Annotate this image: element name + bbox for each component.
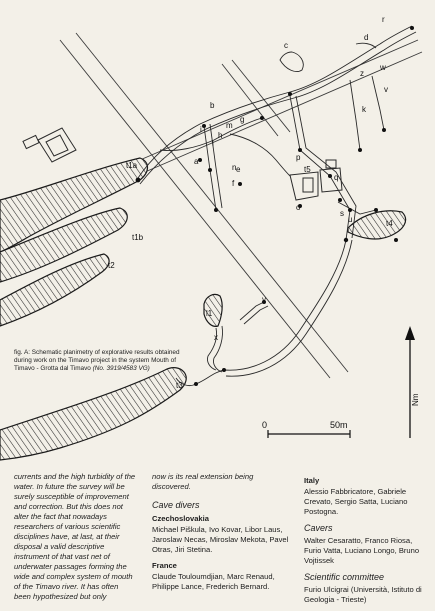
body-continuation: now is its real extension being discover… <box>152 472 254 491</box>
label-v: v <box>384 85 388 94</box>
label-i: i <box>200 125 202 134</box>
building-outline <box>22 127 77 163</box>
buildings-cluster <box>289 159 343 201</box>
cavers-heading: Cavers <box>304 523 333 533</box>
scale-start-label: 0 <box>262 420 267 430</box>
committee-names: Furio Ulcigrai (Università, Istituto di … <box>304 585 422 604</box>
label-t5: t5 <box>304 165 311 174</box>
text-column-3: Italy Alessio Fabbricatore, Gabriele Cre… <box>304 472 430 611</box>
label-b: b <box>210 101 215 110</box>
label-t1a: t1a <box>126 161 138 170</box>
label-h: h <box>218 131 222 140</box>
label-d: d <box>364 33 368 42</box>
label-n: n <box>232 163 236 172</box>
label-r: r <box>382 15 385 24</box>
country-czechoslovakia: Czechoslovakia <box>152 514 209 523</box>
label-g: g <box>240 115 244 124</box>
survey-stations <box>135 26 414 386</box>
italy-divers-names: Alessio Fabbricatore, Gabriele Crevato, … <box>304 487 408 516</box>
france-divers-names: Claude Touloumdjian, Marc Renaud, Philip… <box>152 572 275 591</box>
label-p: p <box>296 153 301 162</box>
cave-passages <box>137 25 417 387</box>
cavers-names: Walter Cesaratto, Franco Riosa, Furio Va… <box>304 536 420 565</box>
label-m: m <box>226 121 233 130</box>
road-outline <box>59 32 423 379</box>
label-e: e <box>236 165 241 174</box>
label-o: o <box>296 203 301 212</box>
country-italy: Italy <box>304 476 320 485</box>
caption-reference: (No. 3919/4583 VG) <box>92 365 150 372</box>
cave-planimetry-map: t1a t1b t2 t3 t4 t5 a b c d e f g h i k … <box>0 15 423 461</box>
caption-text: fig. A: Schematic planimetry of explorat… <box>14 349 180 372</box>
station-labels: t1a t1b t2 t3 t4 t5 a b c d e f g h i k … <box>108 15 393 390</box>
label-z: z <box>360 69 364 78</box>
label-u: u <box>348 215 352 224</box>
cave-divers-heading: Cave divers <box>152 500 200 510</box>
label-t3: t3 <box>176 381 183 390</box>
label-f: f <box>232 179 235 188</box>
label-a: a <box>194 157 199 166</box>
hatched-rock-areas <box>0 157 407 461</box>
label-l1: l1 <box>206 309 213 318</box>
scale-end-label: 50m <box>330 420 348 430</box>
north-arrow: Nm <box>405 326 420 438</box>
figure-caption: fig. A: Schematic planimetry of explorat… <box>14 349 184 373</box>
label-q: q <box>334 173 338 182</box>
body-paragraph: currents and the high turbidity of the w… <box>14 472 136 601</box>
label-t2: t2 <box>108 261 115 270</box>
label-t1b: t1b <box>132 233 144 242</box>
label-x: x <box>214 333 218 342</box>
label-l: l <box>212 139 214 148</box>
czech-divers-names: Michael Piškula, Ivo Kovar, Libor Laus, … <box>152 525 289 554</box>
label-s: s <box>340 209 344 218</box>
scientific-committee-heading: Scientific committee <box>304 572 385 582</box>
label-w: w <box>379 63 386 72</box>
scale-bar: 0 50m <box>262 420 351 438</box>
country-france: France <box>152 561 177 570</box>
label-c: c <box>284 41 288 50</box>
label-t4: t4 <box>386 219 393 228</box>
label-y: y <box>262 295 266 304</box>
label-k: k <box>362 105 367 114</box>
north-label: Nm <box>411 393 420 406</box>
text-column-2: now is its real extension being discover… <box>152 472 292 598</box>
text-column-1: currents and the high turbidity of the w… <box>14 472 136 610</box>
